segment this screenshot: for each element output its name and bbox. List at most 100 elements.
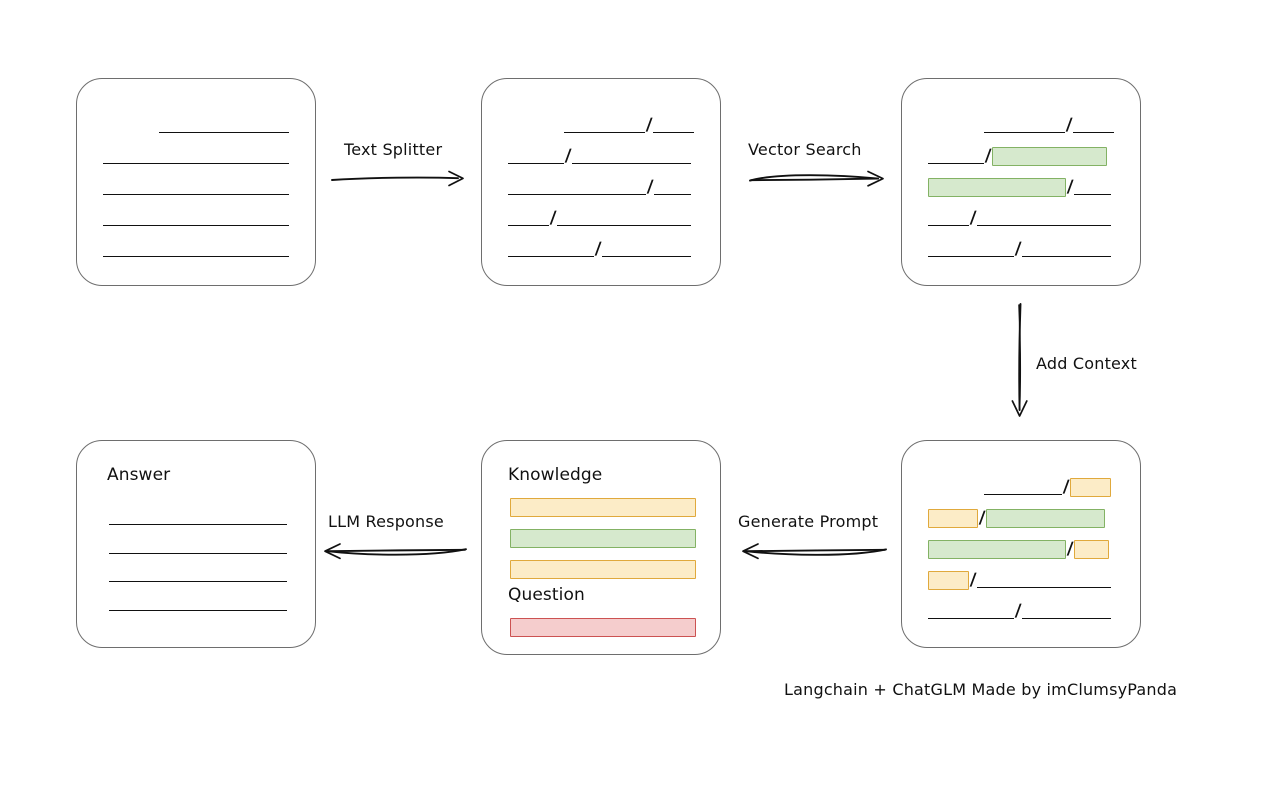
document-row <box>109 564 287 584</box>
vector-matched-document-box[interactable]: / / / / / <box>901 78 1141 286</box>
document-row: / <box>508 239 694 259</box>
text-line-segment <box>572 163 692 164</box>
text-line-segment <box>563 132 646 133</box>
indent-gap <box>508 125 564 126</box>
text-line-segment <box>977 225 1112 226</box>
chunk-separator: / <box>645 114 653 135</box>
answer-rows <box>109 507 287 613</box>
answer-box[interactable]: Answer <box>76 440 316 648</box>
arrow-llm-response: LLM Response <box>320 512 470 562</box>
text-line-segment <box>928 256 1014 257</box>
document-row: / <box>928 570 1114 590</box>
indent-gap <box>103 125 159 126</box>
chunk-separator: / <box>969 207 977 228</box>
text-line-segment <box>508 225 549 226</box>
chunk-separator: / <box>969 569 977 590</box>
context-document-box[interactable]: / / / / / <box>901 440 1141 648</box>
document-row: / <box>508 146 694 166</box>
source-document-rows <box>103 115 289 259</box>
document-row: / <box>928 208 1114 228</box>
arrow-llm-response-line <box>324 543 467 560</box>
question-bar-1 <box>510 618 696 637</box>
text-line-segment <box>928 225 969 226</box>
document-row: / <box>928 508 1114 528</box>
highlighted-chunk-green <box>928 539 1066 559</box>
arrow-generate-prompt-line <box>742 543 887 560</box>
document-row: / <box>928 477 1114 497</box>
arrow-vector-search: Vector Search <box>748 140 890 190</box>
text-line-segment <box>653 132 694 133</box>
arrow-vector-search-line <box>749 170 884 187</box>
arrow-generate-prompt: Generate Prompt <box>738 512 888 562</box>
knowledge-bar-2 <box>510 529 696 548</box>
document-row: / <box>928 146 1114 166</box>
document-row <box>103 115 289 135</box>
arrow-generate-prompt-label: Generate Prompt <box>738 512 879 531</box>
highlighted-chunk-yellow <box>1070 477 1112 497</box>
chunk-separator: / <box>1062 476 1070 497</box>
text-line-segment <box>1021 618 1112 619</box>
split-document-box[interactable]: / / / / / <box>481 78 721 286</box>
highlighted-chunk-yellow <box>928 570 969 590</box>
highlighted-chunk-yellow <box>928 508 979 528</box>
document-row <box>109 593 287 613</box>
question-label: Question <box>508 585 585 605</box>
answer-label: Answer <box>107 465 171 485</box>
knowledge-label: Knowledge <box>508 465 603 485</box>
text-line-segment <box>103 194 289 195</box>
text-line-segment <box>653 194 692 195</box>
highlighted-chunk-yellow <box>1073 539 1110 559</box>
document-row: / <box>928 115 1114 135</box>
chunk-separator: / <box>1014 600 1022 621</box>
source-document-box[interactable] <box>76 78 316 286</box>
arrow-text-splitter-line <box>331 170 464 187</box>
document-row: / <box>928 539 1114 559</box>
document-row: / <box>928 239 1114 259</box>
knowledge-bar-1 <box>510 498 696 517</box>
arrow-add-context: Add Context <box>1000 302 1160 422</box>
chunk-separator: / <box>1065 114 1073 135</box>
text-line-segment <box>109 552 287 554</box>
document-row: / <box>508 208 694 228</box>
chunk-separator: / <box>594 238 602 259</box>
document-row: / <box>508 177 694 197</box>
document-row: / <box>928 177 1114 197</box>
document-row <box>103 208 289 228</box>
text-line-segment <box>601 256 692 257</box>
text-line-segment <box>103 256 289 257</box>
vector-matched-document-rows: / / / / / <box>928 115 1114 259</box>
highlighted-chunk-green <box>928 177 1066 197</box>
arrow-text-splitter-label: Text Splitter <box>344 140 443 159</box>
prompt-box[interactable]: Knowledge Question <box>481 440 721 655</box>
document-row <box>103 177 289 197</box>
document-row <box>103 239 289 259</box>
document-row: / <box>508 115 694 135</box>
text-line-segment <box>983 132 1066 133</box>
text-line-segment <box>103 163 289 164</box>
arrow-add-context-line <box>1011 303 1028 417</box>
arrow-vector-search-label: Vector Search <box>748 140 862 159</box>
text-line-segment <box>109 524 287 525</box>
arrow-llm-response-label: LLM Response <box>328 512 444 531</box>
chunk-separator: / <box>646 176 654 197</box>
text-line-segment <box>977 587 1112 588</box>
document-row: / <box>928 601 1114 621</box>
arrow-text-splitter: Text Splitter <box>330 140 470 190</box>
footer-credit: Langchain + ChatGLM Made by imClumsyPand… <box>784 680 1178 699</box>
indent-gap <box>928 125 984 126</box>
document-row <box>109 536 287 556</box>
text-line-segment <box>103 225 289 226</box>
text-line-segment <box>1021 256 1112 257</box>
chunk-separator: / <box>1014 238 1022 259</box>
text-line-segment <box>109 610 287 611</box>
chunk-separator: / <box>549 207 557 228</box>
text-line-segment <box>508 163 564 164</box>
document-row <box>103 146 289 166</box>
text-line-segment <box>557 225 692 226</box>
text-line-segment <box>928 163 984 164</box>
text-line-segment <box>508 194 646 195</box>
indent-gap <box>928 487 984 488</box>
context-document-rows: / / / / / <box>928 477 1114 621</box>
chunk-separator: / <box>984 145 992 166</box>
